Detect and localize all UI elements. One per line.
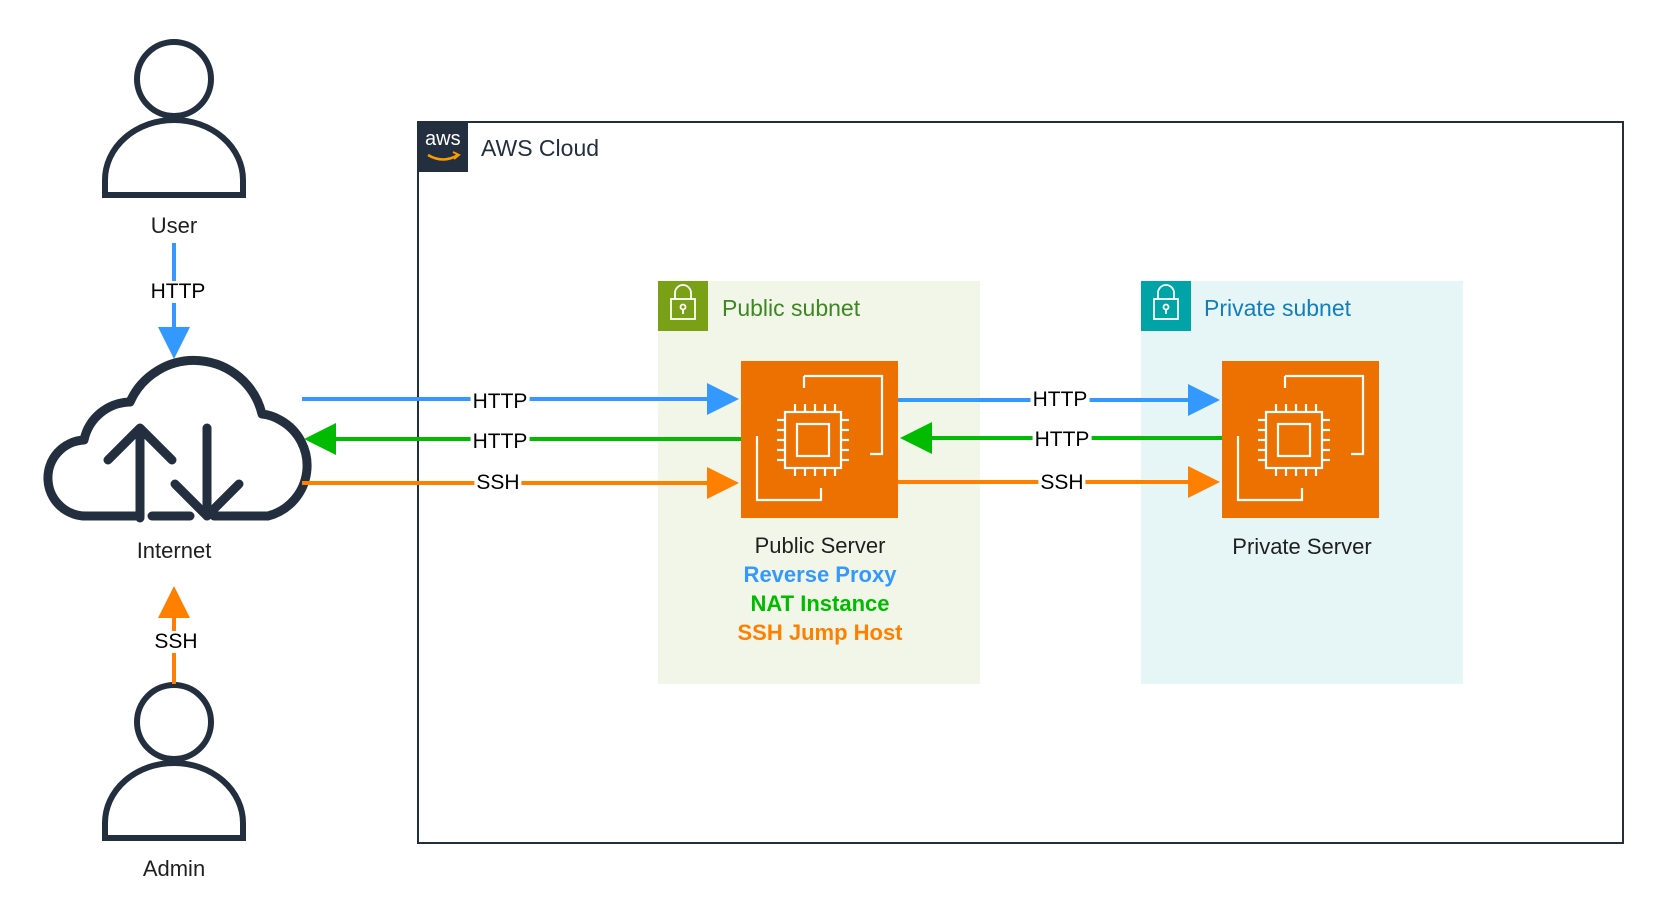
lock-icon: [670, 284, 696, 320]
public-server-name: Public Server: [754, 533, 886, 558]
public-subnet-badge: [658, 281, 708, 331]
user-person-icon: [102, 39, 246, 198]
aws-logo-text: aws: [425, 128, 461, 150]
aws-smile-icon: [427, 153, 459, 161]
lock-icon: [1153, 284, 1179, 320]
public-server-ec2-icon: [741, 361, 898, 518]
admin-person-icon: [102, 682, 246, 841]
aws-logo-badge: [418, 122, 468, 172]
admin-label: Admin: [142, 856, 206, 881]
private-subnet-title: Private subnet: [1204, 295, 1352, 321]
internet-label: Internet: [136, 538, 212, 563]
aws-cloud-title: AWS Cloud: [481, 135, 600, 161]
edge-label-admin-ssh: SSH: [152, 630, 200, 653]
edge-label-public-private-ssh: SSH: [1038, 471, 1086, 494]
user-label: User: [150, 213, 198, 238]
edge-label-internet-public-http: HTTP: [470, 390, 530, 413]
public-subnet-title: Public subnet: [722, 295, 861, 321]
edge-label-internet-public-ssh: SSH: [474, 471, 522, 494]
role-ssh-jump-host: SSH Jump Host: [737, 620, 903, 645]
role-nat-instance: NAT Instance: [750, 591, 890, 616]
edge-label-public-internet-http: HTTP: [470, 430, 530, 453]
edge-label-private-public-http: HTTP: [1032, 428, 1092, 451]
private-subnet-badge: [1141, 281, 1191, 331]
role-reverse-proxy: Reverse Proxy: [743, 562, 897, 587]
private-server-name: Private Server: [1232, 534, 1372, 559]
edge-label-public-private-http: HTTP: [1030, 388, 1090, 411]
edge-label-user-http: HTTP: [148, 280, 208, 303]
internet-cloud-icon: [43, 356, 312, 523]
private-server-ec2-icon: [1222, 361, 1379, 518]
